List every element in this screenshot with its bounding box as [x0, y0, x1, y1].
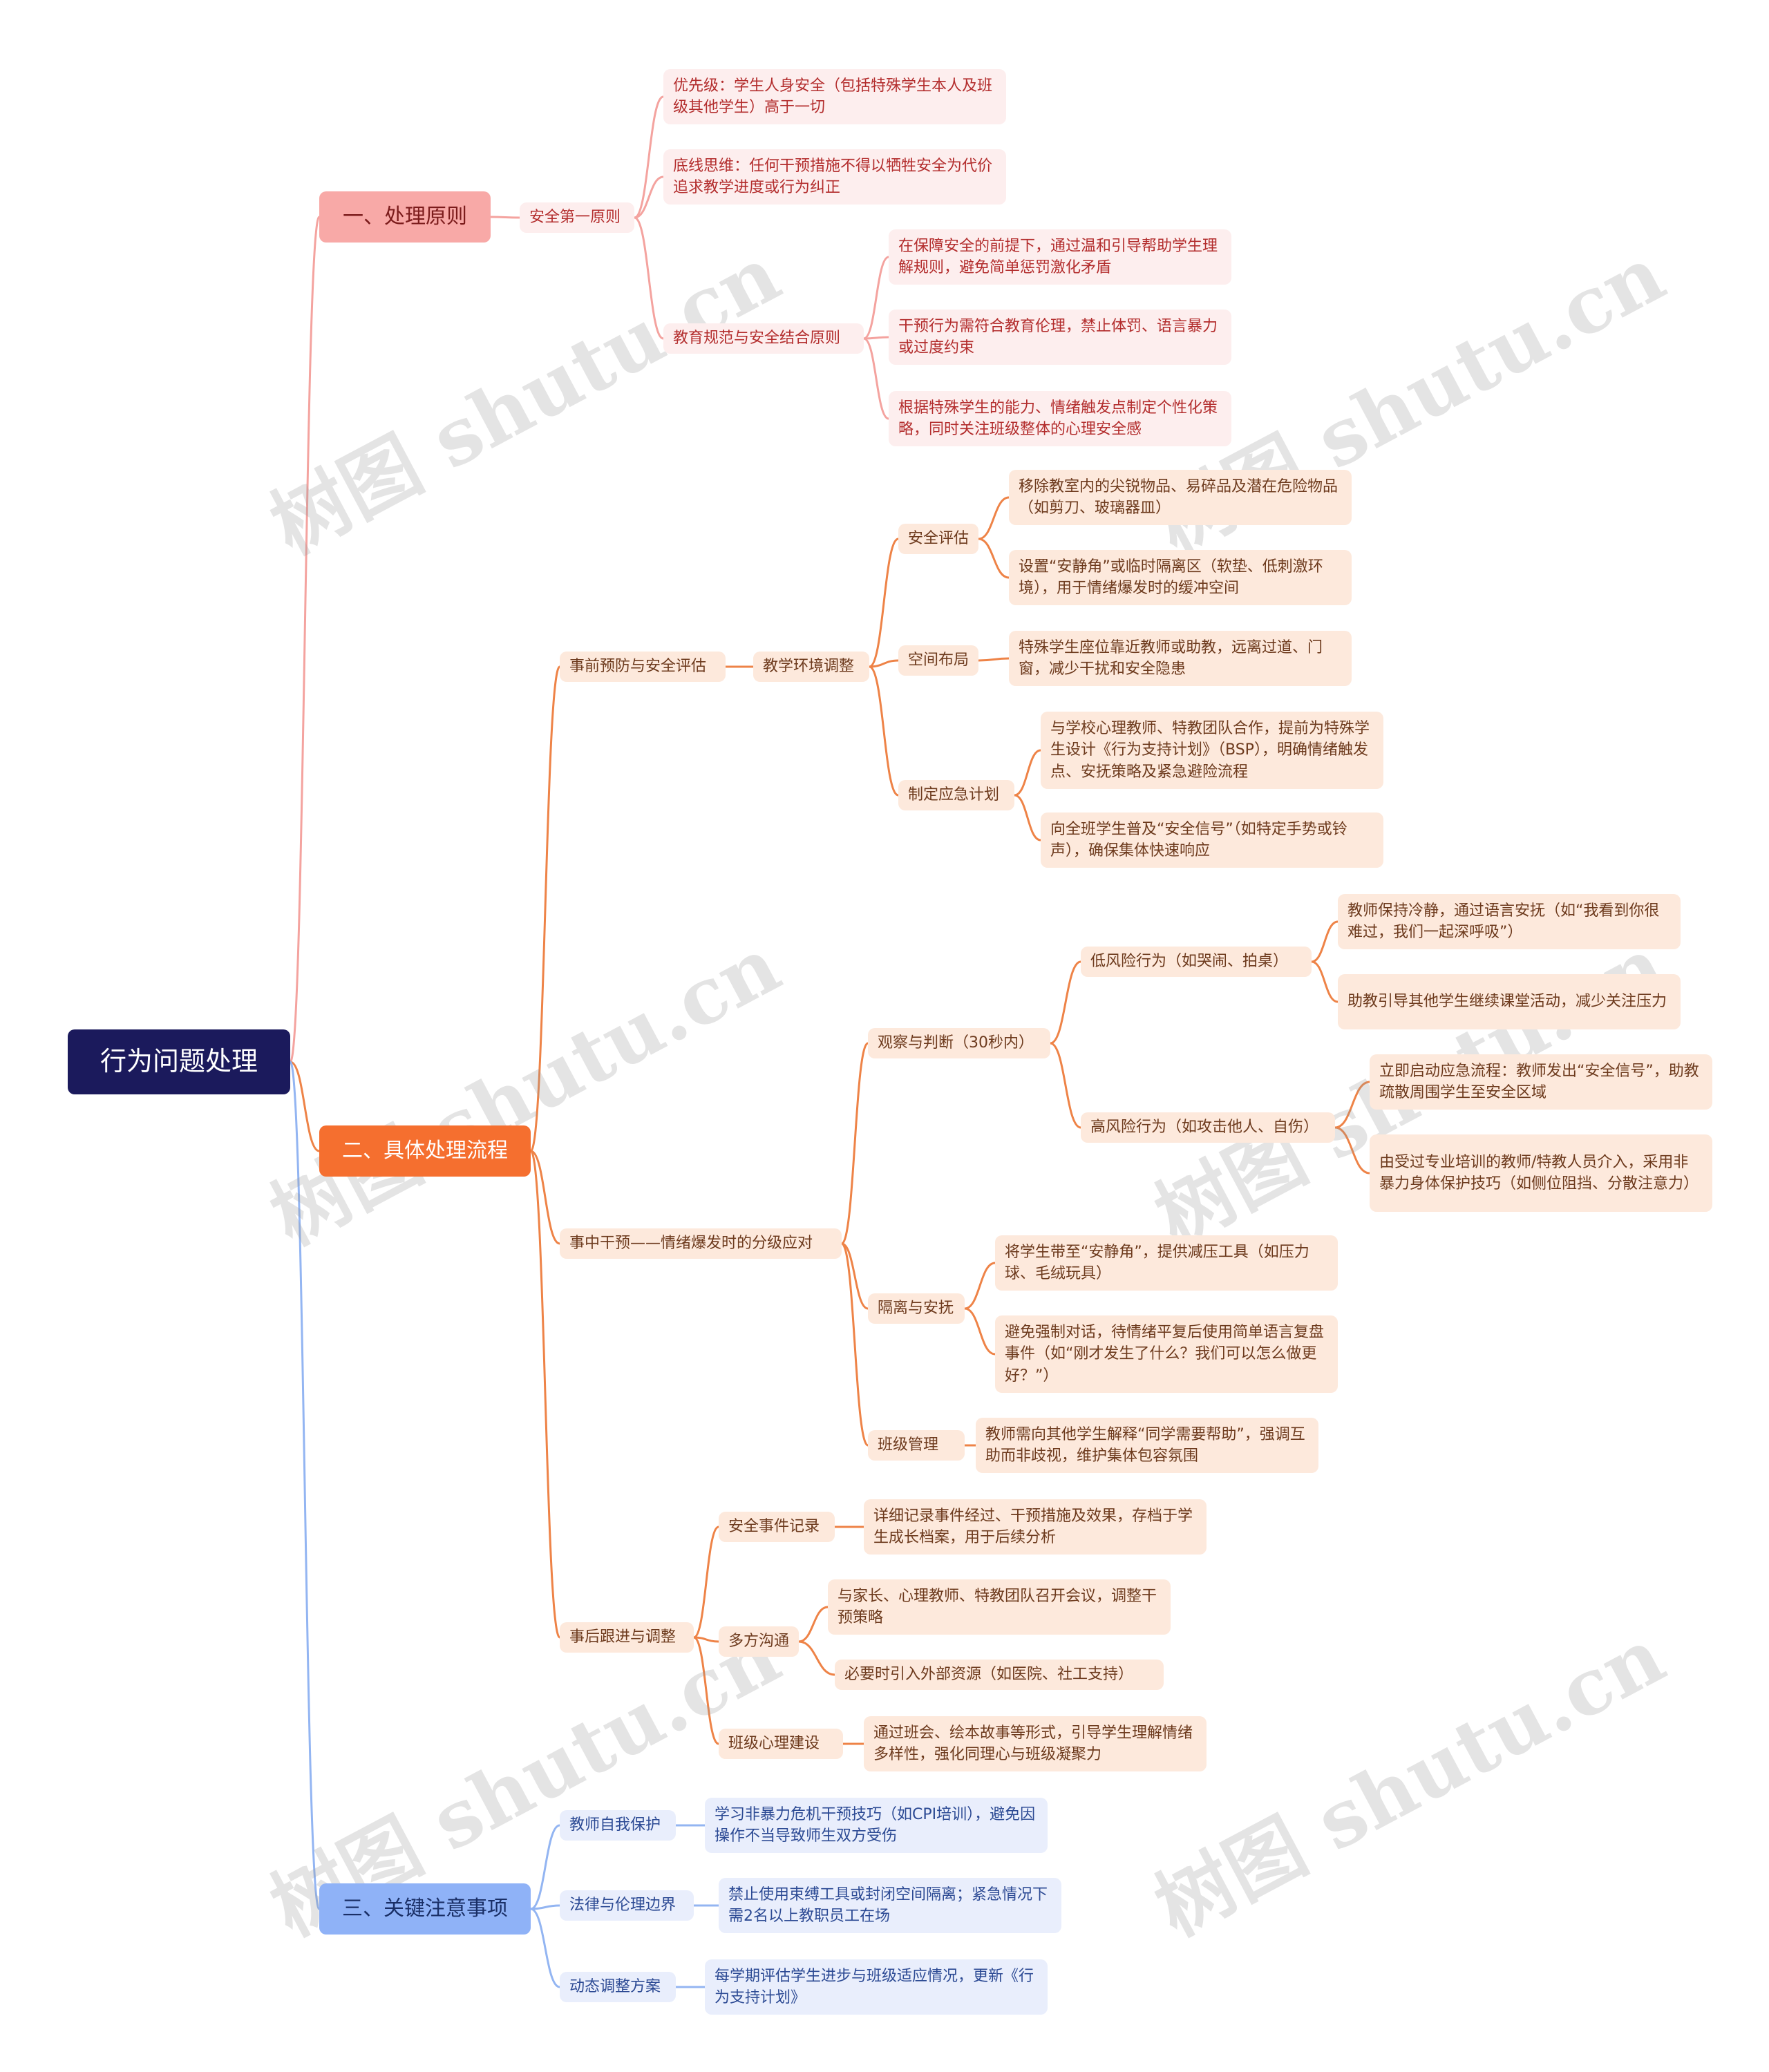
connector-line	[978, 657, 1010, 662]
connector-line	[1311, 920, 1338, 963]
topic-follow-up[interactable]: 事后跟进与调整	[560, 1622, 694, 1653]
topic-class-meeting[interactable]: 通过班会、绘本故事等形式，引导学生理解情绪多样性，强化同理心与班级凝聚力	[864, 1716, 1207, 1771]
topic-education-safety[interactable]: 教育规范与安全结合原则	[663, 323, 864, 354]
branch-notes[interactable]: 三、关键注意事项	[319, 1883, 531, 1935]
connector-line	[798, 1606, 829, 1643]
topic-legal[interactable]: 法律与伦理边界	[560, 1890, 694, 1921]
connector-line	[490, 216, 520, 219]
topic-trained-staff[interactable]: 由受过专业培训的教师/特教人员介入，采用非暴力身体保护技巧（如侧位阻挡、分散注意…	[1370, 1134, 1712, 1212]
connector-line	[290, 1061, 320, 1152]
topic-emergency-flow[interactable]: 立即启动应急流程：教师发出“安全信号”，助教疏散周围学生至安全区域	[1370, 1054, 1712, 1110]
topic-safety-assess[interactable]: 安全评估	[898, 524, 978, 554]
topic-meeting[interactable]: 与家长、心理教师、特教团队召开会议，调整干预策略	[828, 1579, 1171, 1635]
connector-line	[964, 1262, 996, 1310]
connector-line	[798, 1640, 835, 1676]
topic-layout[interactable]: 空间布局	[898, 645, 978, 676]
connector-line	[1014, 794, 1041, 842]
connector-line	[978, 538, 1010, 579]
connector-line	[869, 538, 899, 668]
topic-record-detail[interactable]: 详细记录事件经过、干预措施及效果，存档于学生成长档案，用于后续分析	[864, 1499, 1207, 1555]
topic-cpi[interactable]: 学习非暴力危机干预技巧（如CPI培训），避免因操作不当导致师生双方受伤	[705, 1798, 1048, 1853]
topic-evaluate[interactable]: 每学期评估学生进步与班级适应情况，更新《行为支持计划》	[705, 1959, 1048, 2015]
topic-assistant-guide[interactable]: 助教引导其他学生继续课堂活动，减少关注压力	[1338, 974, 1681, 1029]
branch-procedure[interactable]: 二、具体处理流程	[319, 1125, 531, 1177]
topic-safety-first[interactable]: 安全第一原则	[520, 202, 634, 233]
connector-line	[530, 1824, 560, 1910]
topic-emergency-plan[interactable]: 制定应急计划	[898, 780, 1014, 810]
topic-low-risk[interactable]: 低风险行为（如哭闹、拍桌）	[1081, 947, 1312, 977]
connector-line	[634, 175, 664, 219]
connector-line	[529, 665, 561, 1152]
topic-personalized[interactable]: 根据特殊学生的能力、情绪触发点制定个性化策略，同时关注班级整体的心理安全感	[889, 391, 1231, 446]
branch-principles[interactable]: 一、处理原则	[319, 191, 491, 243]
topic-high-risk[interactable]: 高风险行为（如攻击他人、自伤）	[1081, 1112, 1335, 1143]
connector-line	[693, 1636, 719, 1643]
topic-dynamic[interactable]: 动态调整方案	[560, 1972, 676, 2002]
topic-seating[interactable]: 特殊学生座位靠近教师或助教，远离过道、门窗，减少干扰和安全隐患	[1009, 631, 1352, 686]
connector-line	[1014, 749, 1041, 797]
connector-line	[693, 1526, 719, 1639]
connector-line	[529, 1150, 561, 1639]
topic-self-protect[interactable]: 教师自我保护	[560, 1810, 676, 1841]
connector-line	[634, 216, 664, 340]
topic-class-psych[interactable]: 班级心理建设	[719, 1729, 843, 1759]
topic-class-manage[interactable]: 班级管理	[868, 1430, 965, 1461]
connector-line	[1334, 1126, 1370, 1175]
topic-review[interactable]: 避免强制对话，待情绪平复后使用简单语言复盘事件（如“刚才发生了什么？我们可以怎么…	[995, 1315, 1338, 1393]
topic-remove-items[interactable]: 移除教室内的尖锐物品、易碎品及潜在危险物品（如剪刀、玻璃器皿）	[1009, 470, 1352, 525]
topic-quiet-corner-tools[interactable]: 将学生带至“安静角”，提供减压工具（如压力球、毛绒玩具）	[995, 1235, 1338, 1291]
connector-line	[978, 496, 1010, 540]
connector-line	[863, 336, 889, 340]
connector-line	[841, 1242, 869, 1310]
connector-line	[289, 216, 321, 1063]
connector-line	[869, 665, 899, 797]
connector-line	[530, 1150, 560, 1245]
topic-priority[interactable]: 优先级：学生人身安全（包括特殊学生本人及班级其他学生）高于一切	[663, 69, 1006, 124]
topic-safety-signal[interactable]: 向全班学生普及“安全信号”（如特定手势或铃声），确保集体快速响应	[1041, 812, 1383, 868]
topic-bsp[interactable]: 与学校心理教师、特教团队合作，提前为特殊学生设计《行为支持计划》（BSP），明确…	[1041, 712, 1383, 789]
connector-line	[1334, 1081, 1370, 1129]
connector-line	[693, 1636, 719, 1745]
topic-intervention[interactable]: 事中干预——情绪爆发时的分级应对	[560, 1228, 842, 1259]
connector-line	[289, 1061, 321, 1910]
connector-line	[1311, 960, 1338, 1003]
topic-communicate[interactable]: 多方沟通	[719, 1626, 799, 1657]
root-topic[interactable]: 行为问题处理	[68, 1029, 290, 1094]
topic-record[interactable]: 安全事件记录	[719, 1512, 835, 1542]
connector-line	[840, 1042, 869, 1245]
connector-line	[634, 95, 664, 219]
topic-restraint[interactable]: 禁止使用束缚工具或封闭空间隔离；紧急情况下需2名以上教职员工在场	[719, 1878, 1061, 1933]
connector-line	[1050, 1042, 1081, 1129]
connector-line	[1050, 960, 1081, 1045]
connector-line	[964, 1307, 996, 1356]
topic-environment[interactable]: 教学环境调整	[753, 652, 869, 682]
connector-line	[840, 1242, 869, 1447]
topic-observe[interactable]: 观察与判断（30秒内）	[868, 1028, 1050, 1058]
connector-line	[530, 1908, 560, 1988]
connector-line	[863, 256, 889, 340]
topic-quiet-corner[interactable]: 设置“安静角”或临时隔离区（软垫、低刺激环境），用于情绪爆发时的缓冲空间	[1009, 550, 1352, 605]
topic-calm-teacher[interactable]: 教师保持冷静，通过语言安抚（如“我看到你很难过，我们一起深呼吸”）	[1338, 894, 1681, 949]
connector-line	[869, 659, 899, 668]
topic-education-ethics[interactable]: 干预行为需符合教育伦理，禁止体罚、语言暴力或过度约束	[889, 310, 1231, 365]
connector-line	[530, 1904, 560, 1910]
topic-explain[interactable]: 教师需向其他学生解释“同学需要帮助”，强调互助而非歧视，维护集体包容氛围	[976, 1418, 1318, 1473]
topic-prevention[interactable]: 事前预防与安全评估	[560, 652, 726, 682]
connector-line	[863, 337, 889, 420]
topic-isolate[interactable]: 隔离与安抚	[868, 1293, 965, 1324]
topic-gentle-guidance[interactable]: 在保障安全的前提下，通过温和引导帮助学生理解规则，避免简单惩罚激化矛盾	[889, 229, 1231, 285]
topic-bottom-line[interactable]: 底线思维：任何干预措施不得以牺牲安全为代价追求教学进度或行为纠正	[663, 149, 1006, 205]
topic-external[interactable]: 必要时引入外部资源（如医院、社工支持）	[835, 1660, 1164, 1690]
